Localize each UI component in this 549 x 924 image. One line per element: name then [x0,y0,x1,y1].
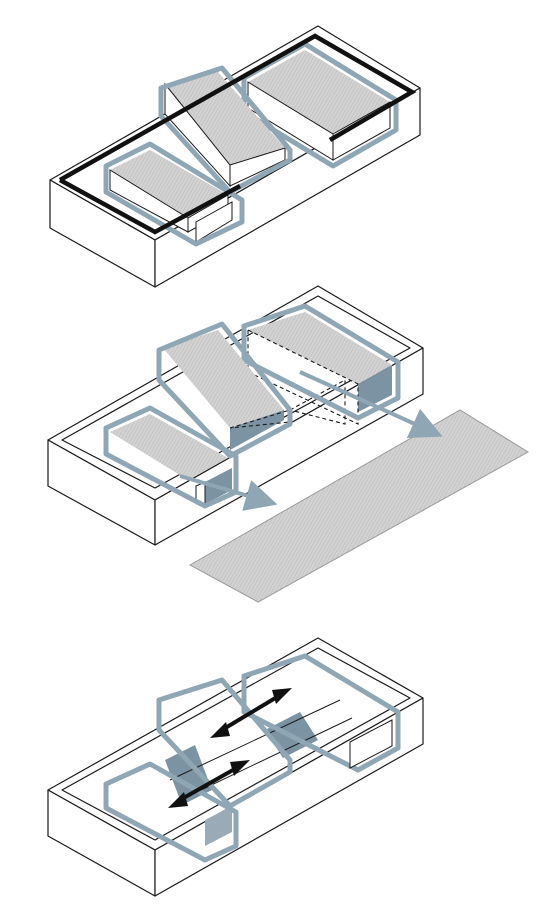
volume-outlines [103,653,401,863]
double-arrow-lower [179,764,241,802]
boundary-outline [58,33,417,182]
extrusion-arrow-c [179,474,278,511]
volume-a-outline [241,653,401,773]
panel-1 [49,25,421,288]
volume-b-outline [158,65,293,195]
volume-c [103,141,245,247]
volume-a-outline [241,303,401,421]
double-arrow-upper [220,692,284,732]
panel-3 [47,637,424,897]
extrusion-arrow-a [299,370,443,438]
double-arrow-upper-head-a [210,722,230,738]
double-arrows [168,688,292,808]
volume-c-outline [103,141,245,247]
panel-2 [47,285,529,603]
ground-plane [188,409,529,603]
double-arrow-lower-head-a [168,792,188,808]
volume-c-outline [103,761,239,863]
double-arrow-lower-head-b [230,760,250,776]
double-arrow-upper-head-b [272,688,292,704]
volume-b [156,321,293,459]
volume-b-outline [156,677,293,809]
volume-b-outline [156,321,293,459]
extrusion-arrows [179,370,443,511]
